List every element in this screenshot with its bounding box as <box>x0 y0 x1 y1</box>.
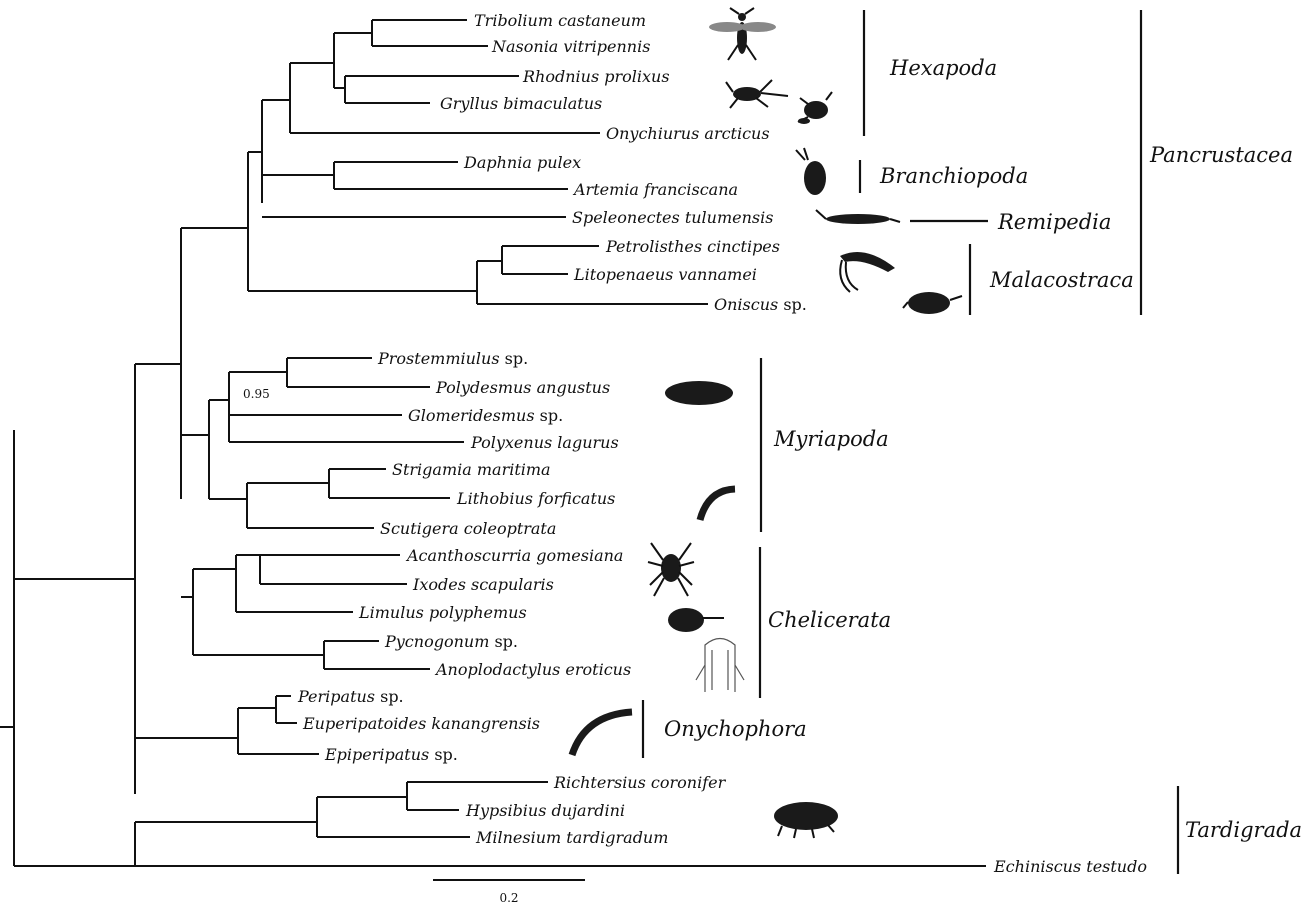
daphnia-silhouette <box>796 148 826 195</box>
support-value: 0.95 <box>243 387 270 401</box>
millipede-silhouette <box>665 381 733 405</box>
taxon-label: Prostemmiulus sp. <box>377 349 528 368</box>
taxon-label: Litopenaeus vannamei <box>573 265 757 284</box>
clade-label-hexapoda: Hexapoda <box>889 56 997 80</box>
taxon-label: Petrolisthes cinctipes <box>605 237 780 256</box>
clade-label-remipedia: Remipedia <box>997 210 1111 234</box>
taxon-label: Polydesmus angustus <box>435 378 610 397</box>
taxon-label: Lithobius forficatus <box>456 489 615 508</box>
taxon-label: Polyxenus lagurus <box>470 433 619 452</box>
taxon-label: Euperipatoides kanangrensis <box>302 714 540 733</box>
taxon-label: Echiniscus testudo <box>993 857 1147 876</box>
springtail-silhouette <box>798 92 832 124</box>
clade-labels: HexapodaBranchiopodaRemipediaMalacostrac… <box>664 56 1301 842</box>
taxon-label: Pycnogonum sp. <box>384 632 518 651</box>
taxon-label: Acanthoscurria gomesiana <box>405 546 623 565</box>
taxon-label: Epiperipatus sp. <box>324 745 458 764</box>
clade-label-tardigrada: Tardigrada <box>1185 818 1301 842</box>
taxon-label: Limulus polyphemus <box>358 603 527 622</box>
support-values: 0.95 <box>243 387 270 401</box>
scale-bar-label: 0.2 <box>499 891 518 905</box>
clade-label-onychophora: Onychophora <box>664 717 807 741</box>
taxon-label: Strigamia maritima <box>392 460 551 479</box>
wasp-silhouette <box>709 8 776 60</box>
taxon-label: Ixodes scapularis <box>412 575 554 594</box>
taxon-label: Onychiurus arcticus <box>606 124 770 143</box>
horseshoe-crab-silhouette <box>668 608 724 632</box>
centipede-silhouette <box>700 489 735 520</box>
taxon-label: Scutigera coleoptrata <box>380 519 556 538</box>
taxon-label: Glomeridesmus sp. <box>408 406 563 425</box>
taxon-label: Milnesium tardigradum <box>475 828 668 847</box>
remipede-silhouette <box>816 210 900 224</box>
cricket-silhouette <box>726 80 788 108</box>
taxon-label: Richtersius coronifer <box>553 773 727 792</box>
taxon-label: Nasonia vitripennis <box>491 37 650 56</box>
clade-label-branchiopoda: Branchiopoda <box>879 164 1028 188</box>
taxon-label: Artemia franciscana <box>572 180 738 199</box>
taxon-label: Oniscus sp. <box>714 295 807 314</box>
clade-label-pancrustacea: Pancrustacea <box>1149 143 1293 167</box>
taxon-label: Tribolium castaneum <box>474 11 646 30</box>
taxon-label: Gryllus bimaculatus <box>440 94 602 113</box>
isopod-silhouette <box>903 292 962 314</box>
clade-label-chelicerata: Chelicerata <box>768 608 891 632</box>
clade-label-malacostraca: Malacostraca <box>989 268 1134 292</box>
taxon-label: Hypsibius dujardini <box>465 801 625 820</box>
taxon-label: Daphnia pulex <box>463 153 581 172</box>
shrimp-silhouette <box>840 252 895 292</box>
sea-spider-silhouette <box>696 639 744 693</box>
tardigrade-silhouette <box>774 802 838 838</box>
taxon-label: Anoplodactylus eroticus <box>434 660 631 679</box>
taxon-label: Peripatus sp. <box>297 687 404 706</box>
clade-label-myriapoda: Myriapoda <box>773 427 889 451</box>
scale-bar: 0.2 <box>433 880 585 905</box>
taxon-label: Speleonectes tulumensis <box>572 208 773 227</box>
taxon-label: Rhodnius prolixus <box>522 67 670 86</box>
spider-silhouette <box>648 543 694 596</box>
velvet-worm-silhouette <box>572 712 632 755</box>
